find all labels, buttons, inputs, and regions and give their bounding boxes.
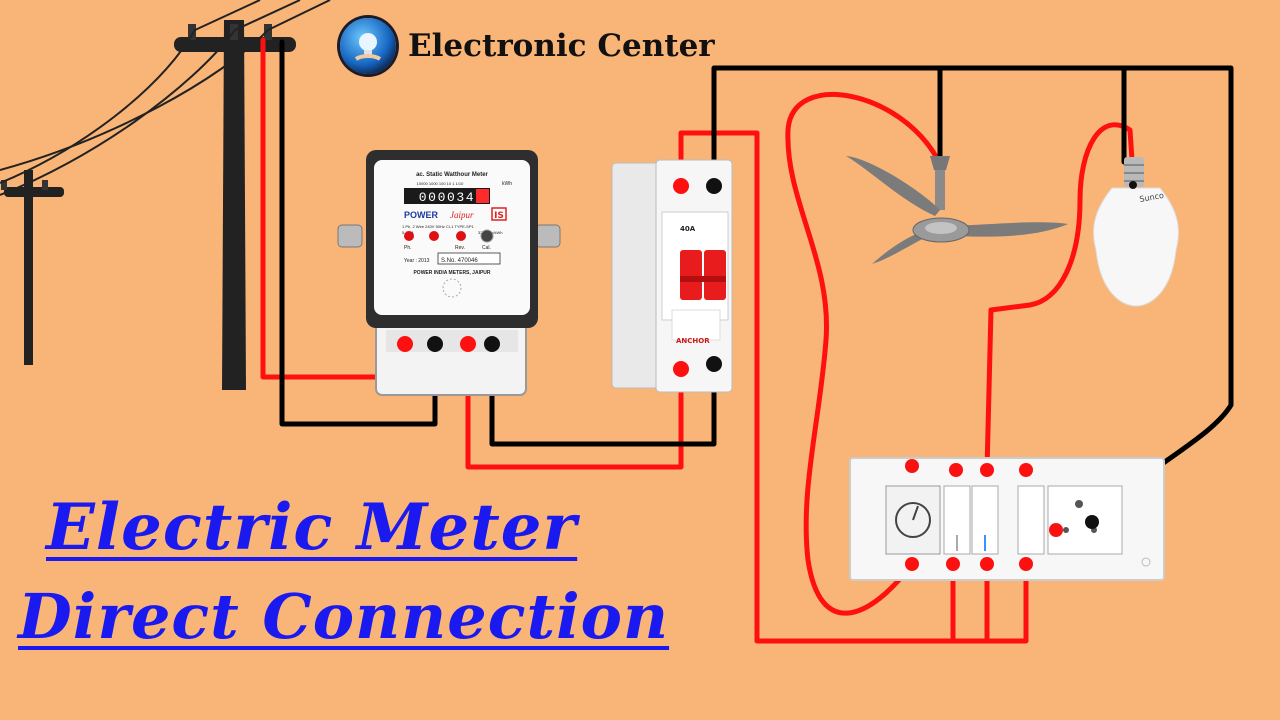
mcb-phase-out-terminal bbox=[673, 361, 689, 377]
meter-scale: 10000 1000 100 10 1 1/10 bbox=[417, 181, 464, 186]
power-socket bbox=[1047, 485, 1123, 555]
mcb-breaker: 40A ANCHOR bbox=[611, 159, 733, 393]
isi-mark: IS bbox=[494, 211, 504, 221]
mcb-phase-in-terminal bbox=[673, 178, 689, 194]
mcb-lever-left bbox=[680, 250, 702, 300]
meter-year: Year : 2013 bbox=[404, 258, 430, 264]
title-line-1: Electric Meter bbox=[46, 490, 578, 565]
meter-brand-left: POWER bbox=[404, 210, 439, 220]
channel-name: Electronic Center bbox=[408, 28, 715, 64]
indicator-label-rev: Rev. bbox=[455, 245, 465, 251]
mcb-lever-right bbox=[704, 250, 726, 300]
overhead-lines bbox=[0, 0, 331, 196]
meter-header: ac. Static Watthour Meter bbox=[416, 172, 488, 178]
fan-regulator-knob bbox=[895, 502, 931, 538]
ceiling-fan bbox=[846, 156, 1068, 264]
utility-pole-left bbox=[1, 170, 64, 365]
meter-reading: 000034 bbox=[419, 190, 475, 205]
mcb-brand: ANCHOR bbox=[676, 337, 710, 345]
bulb-brand: Sunco bbox=[1139, 191, 1165, 204]
meter-phase-out-terminal bbox=[460, 336, 476, 352]
meter-specs: 1 Ph. 2 Wire 240V 50Hz Cl-1 TYPE-SP1 bbox=[402, 224, 475, 229]
meter-neutral-in-terminal bbox=[427, 336, 443, 352]
meter-brand-right: Jaipur bbox=[450, 210, 474, 220]
mcb-neutral-in-terminal bbox=[706, 178, 722, 194]
meter-maker: POWER INDIA METERS, JAIPUR bbox=[413, 270, 490, 276]
meter-serial: S.No. 470046 bbox=[441, 258, 478, 264]
meter-phase-in-terminal bbox=[397, 336, 413, 352]
meter-unit: kWh bbox=[502, 181, 512, 187]
brand-header: Electronic Center bbox=[340, 18, 715, 74]
energy-meter: ac. Static Watthour Meter 10000 1000 100… bbox=[337, 150, 561, 396]
indicator-label-ph: Ph. bbox=[404, 245, 412, 251]
switch-board bbox=[849, 457, 1165, 581]
mcb-rating: 40A bbox=[680, 225, 696, 233]
socket-switch bbox=[1017, 485, 1045, 555]
mcb-neutral-out-terminal bbox=[706, 356, 722, 372]
light-bulb: Sunco bbox=[1092, 157, 1180, 307]
bulb-hand-icon bbox=[340, 18, 396, 74]
title-line-2: Direct Connection bbox=[18, 580, 670, 653]
meter-neutral-out-terminal bbox=[484, 336, 500, 352]
indicator-label-cal: Cal. bbox=[482, 245, 491, 251]
